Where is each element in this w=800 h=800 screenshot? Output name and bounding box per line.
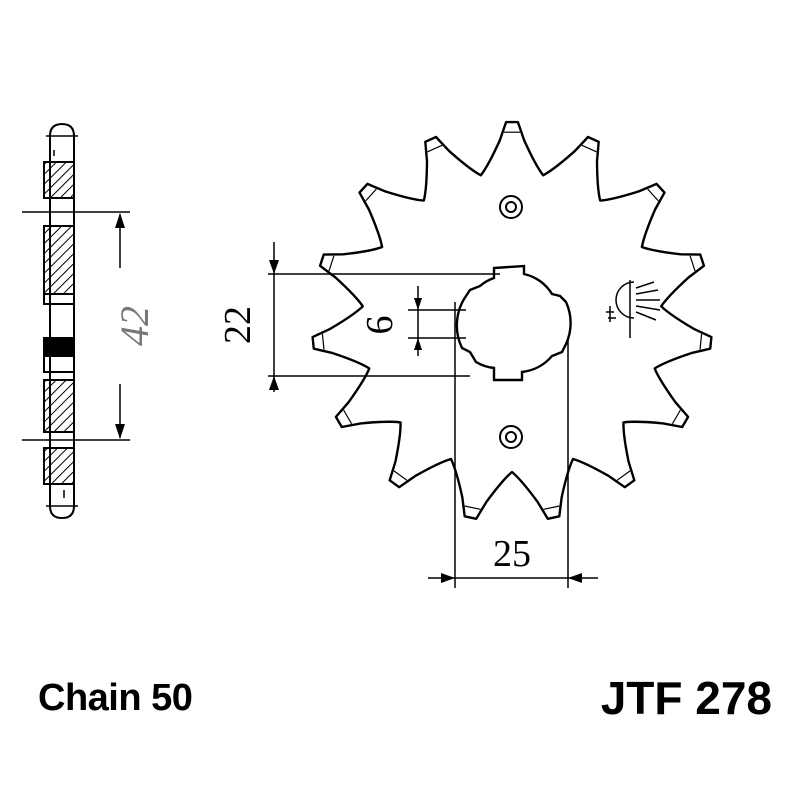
side-hatch-top xyxy=(43,161,75,199)
dimension-6: 6 xyxy=(359,316,401,335)
side-hatch-lower xyxy=(43,379,75,433)
dimension-25: 25 xyxy=(493,533,531,575)
tooth-tip-chamfer xyxy=(543,505,560,510)
tooth-tip-chamfer xyxy=(427,144,443,153)
side-view: 42 xyxy=(22,122,157,520)
tooth-tips xyxy=(321,131,703,510)
manufacturer-mark-icon xyxy=(606,280,661,338)
tooth-tip-chamfer xyxy=(699,333,703,350)
tooth-tip-chamfer xyxy=(581,144,597,153)
bolt-hole-bottom xyxy=(499,425,523,449)
tooth-tip-chamfer xyxy=(689,255,696,272)
tooth-tip-chamfer xyxy=(321,333,325,350)
dimension-42: 42 xyxy=(112,306,157,346)
side-hatch-upper xyxy=(43,225,75,295)
tooth-tip-chamfer xyxy=(647,188,659,202)
part-number-label: JTF 278 xyxy=(600,672,772,724)
tooth-tip-chamfer xyxy=(464,505,481,510)
tooth-tip-chamfer xyxy=(671,409,681,425)
tooth-tip-chamfer xyxy=(393,470,408,481)
chain-size-label: Chain 50 xyxy=(38,677,193,719)
tooth-tip-chamfer xyxy=(343,409,353,425)
bolt-hole-top xyxy=(499,195,523,219)
tooth-tip-chamfer xyxy=(328,255,335,272)
side-hatch-bottom xyxy=(43,447,75,485)
spline-hole xyxy=(455,264,572,382)
tooth-tip-chamfer xyxy=(365,188,377,202)
front-view: 22 6 25 xyxy=(217,120,713,588)
sprocket-outline xyxy=(311,120,713,520)
tooth-tip-chamfer xyxy=(616,470,631,481)
dimension-22: 22 xyxy=(217,306,259,344)
